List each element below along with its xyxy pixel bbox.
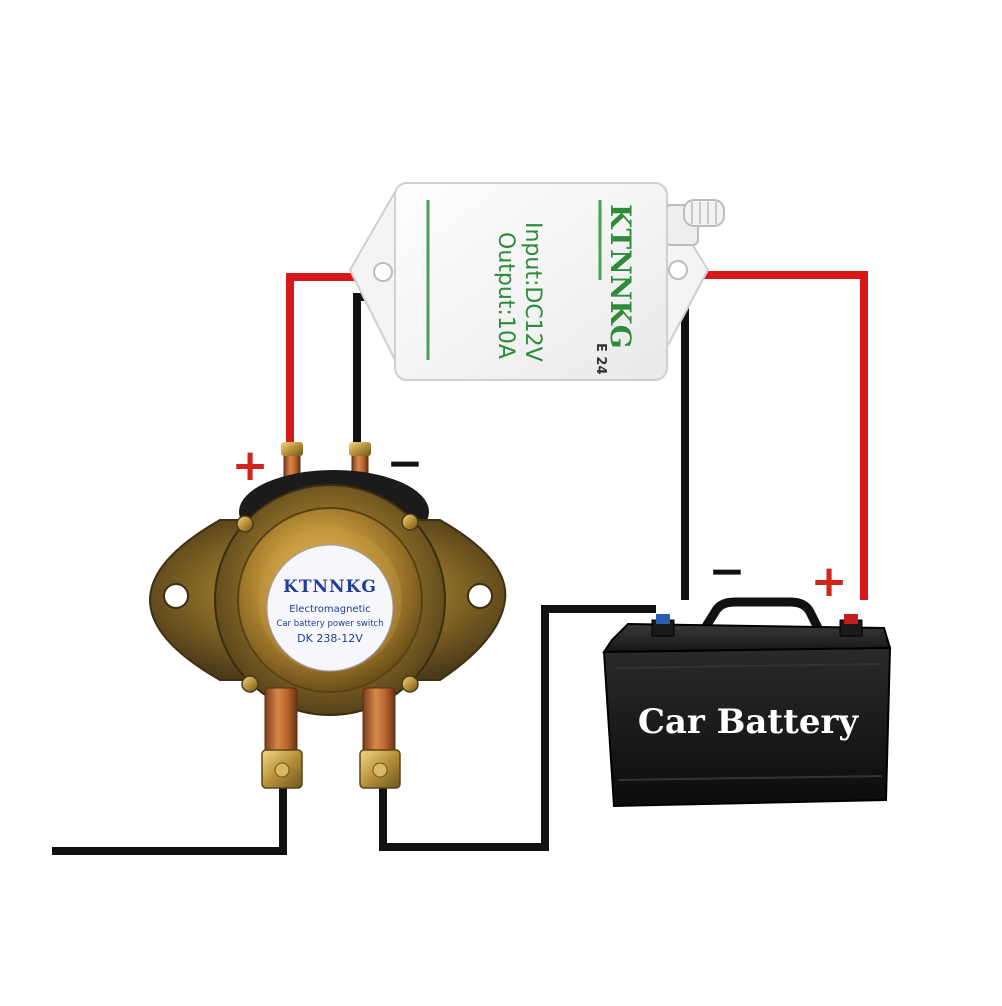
battery-label: Car Battery	[638, 702, 860, 742]
receiver-output-label: Output:10A	[493, 232, 518, 359]
switch-label-disc	[266, 544, 394, 672]
wire-switch-negative	[353, 293, 372, 462]
battery-negative-terminal-icon	[651, 614, 675, 637]
battery-plus-mark: +	[811, 556, 848, 607]
battery-body	[602, 646, 892, 808]
receiver-brand: KTNNKG	[604, 204, 637, 349]
wire-ground-out	[52, 780, 287, 855]
switch-bottom-posts	[261, 687, 401, 789]
wire-battery-positive	[690, 271, 868, 600]
terminal-marks: + − − +	[232, 438, 848, 607]
switch-screws	[236, 513, 419, 693]
receiver-module: KTNNKG Input:DC12V Output:10A E 24	[348, 182, 725, 381]
receiver-input-label: Input:DC12V	[520, 222, 545, 362]
flange-hole-right	[467, 583, 493, 609]
cable-gland-icon	[665, 199, 725, 246]
car-battery: Car Battery	[602, 597, 892, 808]
switch-brand: KTNNKG	[283, 577, 377, 597]
receiver-code: E 24	[593, 343, 608, 375]
battery-lid	[602, 622, 892, 654]
switch-line2: Car battery power switch	[276, 619, 383, 629]
wire-switch-to-battery	[379, 605, 656, 851]
battery-minus-mark: −	[709, 546, 746, 597]
switch-line1: Electromagnetic	[289, 604, 371, 615]
battery-positive-terminal-icon	[839, 614, 863, 637]
wire-switch-positive	[286, 273, 372, 462]
battery-switch: KTNNKG Electromagnetic Car battery power…	[148, 442, 507, 789]
switch-model: DK 238-12V	[297, 632, 363, 645]
switch-plus-mark: +	[232, 440, 269, 491]
battery-handle	[696, 597, 827, 639]
switch-minus-mark: −	[387, 438, 424, 489]
flange-hole-left	[163, 583, 189, 609]
